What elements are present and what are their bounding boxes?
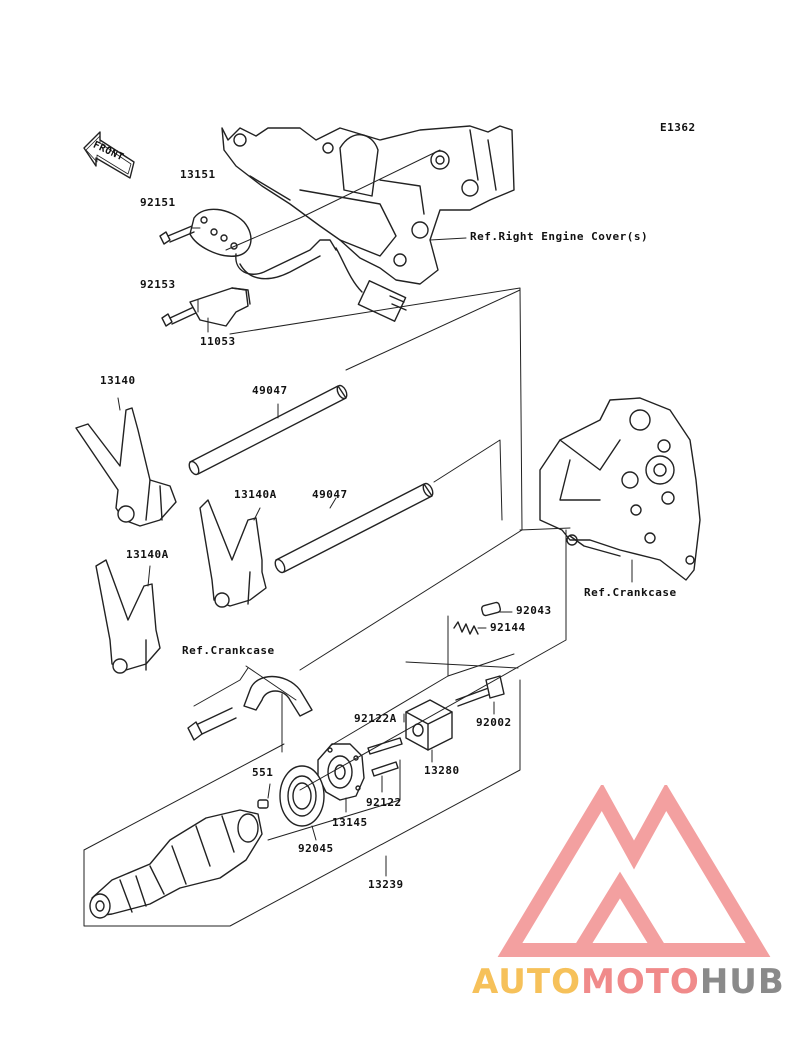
gear-13145: [317, 743, 365, 801]
bearing-92045: [279, 765, 325, 827]
wordmark-auto: AUTO: [472, 962, 581, 1002]
crankcase-outline: [539, 397, 701, 581]
plate-bolt: [187, 707, 237, 741]
shift-rod-49047-lower: [274, 482, 434, 574]
bolt-92151: [159, 225, 195, 245]
front-arrow-icon: [83, 131, 135, 179]
pin-92122: [371, 761, 399, 777]
shift-fork-13140: [75, 407, 177, 527]
part-label-11053: 11053: [200, 335, 236, 348]
part-label-92153: 92153: [140, 278, 176, 291]
pin-92122A: [367, 737, 403, 755]
wordmark-hub: HUB: [699, 962, 785, 1002]
automotohub-wordmark: AUTOMOTOHUB: [472, 962, 785, 1002]
part-label-13280: 13280: [424, 764, 460, 777]
shift-fork-13140A-upper: [199, 499, 267, 608]
leader-lines: [83, 149, 633, 927]
bolt-92002: [455, 675, 505, 707]
spring-92144: [453, 621, 479, 635]
block-13280: [405, 699, 453, 751]
ref-right-engine-cover: Ref.Right Engine Cover(s): [470, 230, 649, 243]
part-label-551: 551: [252, 766, 274, 779]
part-label-92122A: 92122A: [354, 712, 397, 725]
shift-drum-13239: [89, 809, 263, 919]
wordmark-moto: MOTO: [580, 962, 700, 1002]
part-label-13151: 13151: [180, 168, 216, 181]
stopper-plate: [243, 675, 313, 717]
right-engine-cover-outline: [221, 125, 515, 285]
pin-551: [257, 799, 269, 809]
sensor-13151: [189, 208, 407, 322]
part-label-92151: 92151: [140, 196, 176, 209]
part-label-92122: 92122: [366, 796, 402, 809]
part-label-49047-upper: 49047: [252, 384, 288, 397]
part-label-13239: 13239: [368, 878, 404, 891]
automotohub-logo-icon: [497, 785, 771, 957]
part-label-92002: 92002: [476, 716, 512, 729]
bracket-11053: [189, 287, 251, 327]
part-label-92144: 92144: [490, 621, 526, 634]
shift-fork-13140A-lower: [95, 559, 161, 674]
bolt-92153: [161, 305, 199, 327]
part-label-13145: 13145: [332, 816, 368, 829]
part-label-13140: 13140: [100, 374, 136, 387]
shift-rod-49047-upper: [188, 384, 348, 476]
diagram-code: E1362: [660, 121, 696, 134]
part-label-49047-lower: 49047: [312, 488, 348, 501]
part-label-13140A-lower: 13140A: [126, 548, 169, 561]
part-label-13140A-upper: 13140A: [234, 488, 277, 501]
ref-crankcase-right: Ref.Crankcase: [584, 586, 677, 599]
part-label-92045: 92045: [298, 842, 334, 855]
part-label-92043: 92043: [516, 604, 552, 617]
ref-crankcase-left: Ref.Crankcase: [182, 644, 275, 657]
pin-92043: [480, 601, 502, 617]
